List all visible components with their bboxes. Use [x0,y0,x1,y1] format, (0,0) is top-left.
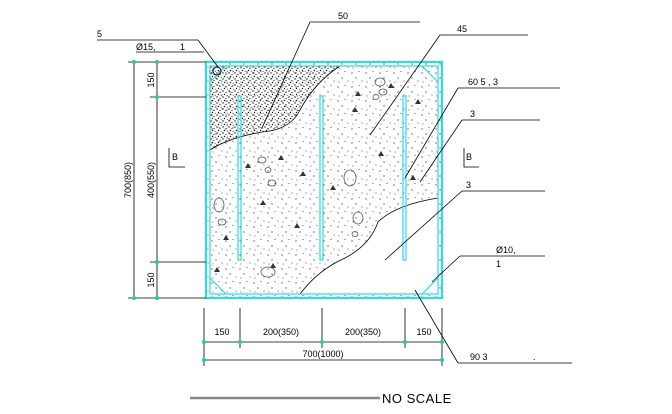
label-60-5-3: 60 5 , 3 [468,77,498,87]
dense-fill-region [209,66,340,150]
label-90-3: 90 3 [470,352,488,362]
no-scale-caption: NO SCALE [382,391,452,406]
section-mark-left: B [168,148,185,168]
dim-width-2: 200(350) [263,327,299,337]
dim-width-3: 200(350) [345,327,381,337]
label-1-right: 1 [496,259,501,269]
label-3-lower: 3 [466,180,471,190]
dim-middle-height: 400(550) [146,162,156,198]
crack-line-lower [299,197,439,295]
crack-line-upper [209,65,341,151]
bolt-icon [212,66,222,76]
svg-text:B: B [172,152,178,162]
left-dimensions: 700(850) 150 400(550) 150 [123,60,206,300]
label-1-top: 1 [180,42,185,52]
bottom-dimensions: 150 200(350) 200(350) 150 700(1000) [202,308,444,366]
svg-text:B: B [466,152,472,162]
aggregate-marks [214,83,421,272]
dim-total-height: 700(850) [123,162,133,198]
dim-width-1: 150 [214,327,229,337]
dim-width-4: 150 [416,327,431,337]
rebar-vertical-1 [237,95,242,261]
label-phi10: Ø10, [496,245,516,255]
dim-top-height: 150 [146,72,156,87]
label-45: 45 [457,24,467,34]
pebble-marks [213,77,388,278]
label-50: 50 [338,11,348,21]
rebar-vertical-3 [402,95,407,261]
leader-lines [97,21,572,364]
rebar-vertical-2 [319,95,324,261]
dim-total-width: 700(1000) [302,349,343,359]
label-dot: . [533,352,536,362]
label-phi15: Ø15, [136,42,156,52]
label-5: 5 [97,29,102,39]
label-3-upper: 3 [470,109,475,119]
dim-bottom-height: 150 [146,272,156,287]
section-mark-right: B [463,148,479,168]
rebar-cage [204,60,444,300]
